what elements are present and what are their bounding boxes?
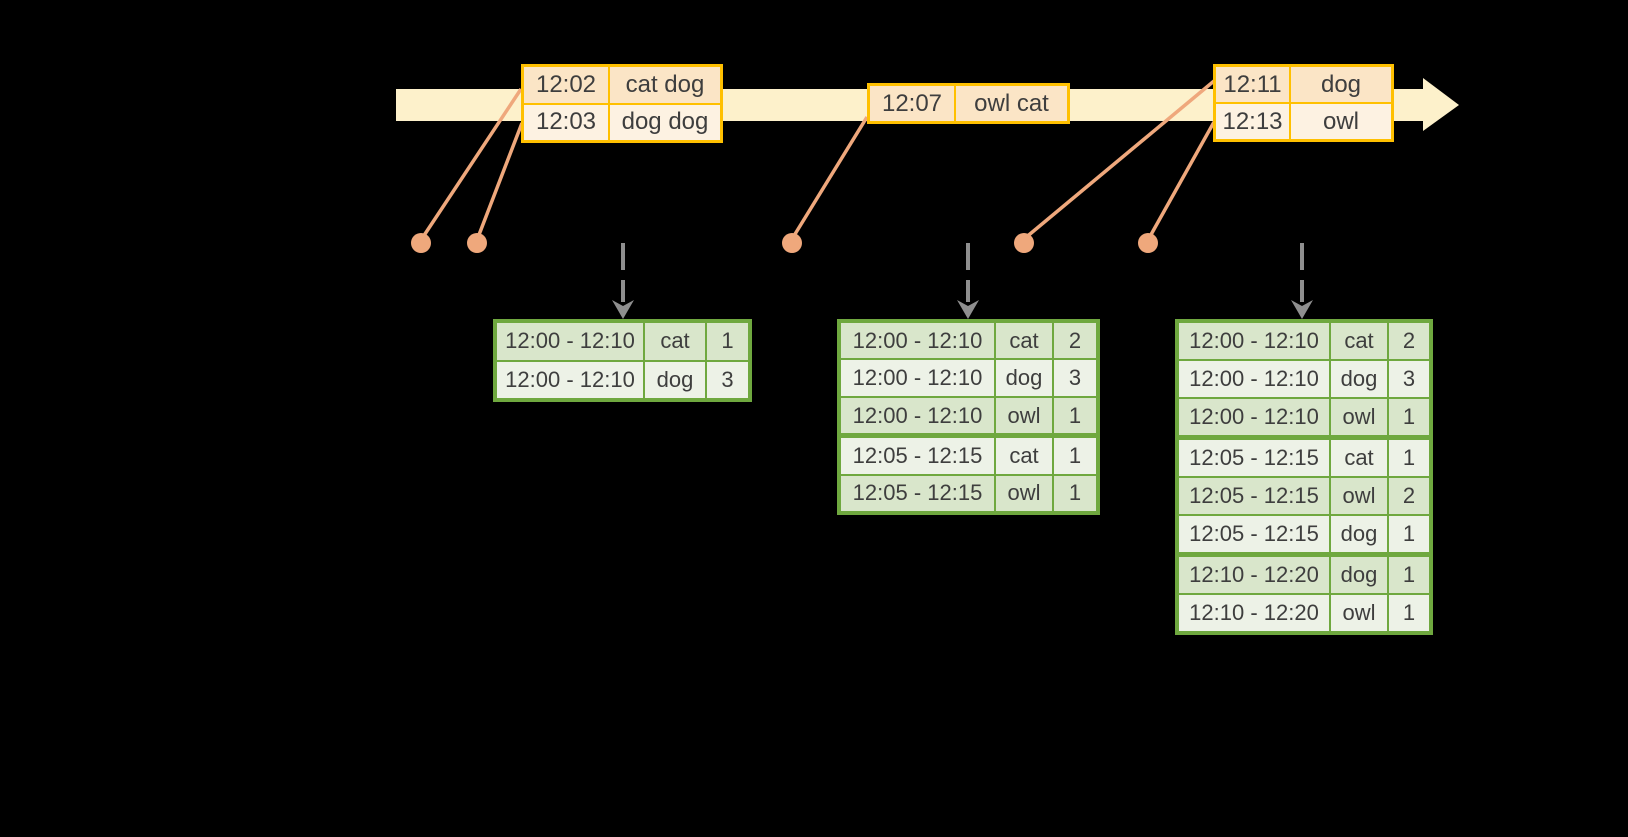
event-connector-line (419, 88, 523, 241)
count-cell: 3 (1387, 361, 1429, 397)
word-cell: cat (994, 438, 1052, 474)
event-time-cell: 12:11 (1216, 67, 1289, 102)
event-connector-line (475, 122, 524, 241)
event-words-cell: cat dog (608, 67, 720, 103)
count-cell: 1 (1387, 440, 1429, 476)
count-cell: 1 (1387, 595, 1429, 631)
result-row: 12:00 - 12:10 cat 2 (1179, 323, 1429, 359)
window-cell: 12:00 - 12:10 (1179, 323, 1329, 359)
count-cell: 2 (1052, 323, 1096, 359)
result-row: 12:00 - 12:10 dog 3 (497, 359, 748, 398)
result-row: 12:00 - 12:10 owl 1 (841, 395, 1096, 434)
window-cell: 12:05 - 12:15 (841, 438, 994, 474)
event-dot (782, 233, 802, 253)
event-dot (467, 233, 487, 253)
window-cell: 12:00 - 12:10 (1179, 361, 1329, 397)
word-cell: owl (1329, 478, 1387, 514)
window-cell: 12:10 - 12:20 (1179, 557, 1329, 593)
result-table-1: 12:00 - 12:10 cat 1 12:00 - 12:10 dog 3 (493, 319, 752, 402)
event-words-cell: owl cat (954, 86, 1067, 121)
event-row: 12:02 cat dog (524, 67, 720, 103)
event-words-cell: owl (1289, 104, 1391, 139)
event-row: 12:13 owl (1216, 102, 1391, 139)
count-cell: 1 (1052, 438, 1096, 474)
word-cell: dog (1329, 361, 1387, 397)
count-cell: 1 (1387, 557, 1429, 593)
word-cell: cat (994, 323, 1052, 359)
word-cell: cat (1329, 323, 1387, 359)
result-row: 12:00 - 12:10 cat 2 (841, 323, 1096, 359)
trigger-arrows (612, 243, 1313, 319)
result-row: 12:00 - 12:10 dog 3 (841, 358, 1096, 396)
count-cell: 2 (1387, 323, 1429, 359)
window-cell: 12:00 - 12:10 (1179, 399, 1329, 435)
count-cell: 1 (1387, 516, 1429, 552)
window-cell: 12:00 - 12:10 (841, 323, 994, 359)
event-connector-line (1022, 79, 1216, 241)
timeline-arrowhead-icon (1423, 78, 1459, 131)
count-cell: 1 (705, 323, 748, 360)
result-row: 12:00 - 12:10 dog 3 (1179, 359, 1429, 397)
count-cell: 1 (1387, 399, 1429, 435)
event-words-cell: dog dog (608, 104, 720, 140)
event-table-1: 12:02 cat dog 12:03 dog dog (521, 64, 723, 143)
word-cell: cat (1329, 440, 1387, 476)
window-cell: 12:05 - 12:15 (1179, 516, 1329, 552)
window-cell: 12:00 - 12:10 (497, 361, 643, 398)
trigger-arrow-icon (1291, 300, 1313, 319)
result-row: 12:05 - 12:15 dog 1 (1179, 514, 1429, 552)
count-cell: 1 (1052, 397, 1096, 434)
count-cell: 3 (1052, 360, 1096, 396)
event-time-cell: 12:03 (524, 104, 608, 140)
event-dot (1138, 233, 1158, 253)
word-cell: dog (643, 361, 705, 398)
result-row: 12:00 - 12:10 owl 1 (1179, 397, 1429, 435)
result-row: 12:10 - 12:20 dog 1 (1179, 552, 1429, 593)
result-table-3: 12:00 - 12:10 cat 2 12:00 - 12:10 dog 3 … (1175, 319, 1433, 635)
result-row: 12:05 - 12:15 cat 1 (841, 433, 1096, 474)
result-row: 12:05 - 12:15 owl 1 (841, 473, 1096, 512)
window-cell: 12:05 - 12:15 (841, 475, 994, 512)
event-dots (411, 233, 1158, 253)
event-dot (1014, 233, 1034, 253)
result-table-2: 12:00 - 12:10 cat 2 12:00 - 12:10 dog 3 … (837, 319, 1100, 515)
window-cell: 12:00 - 12:10 (841, 397, 994, 434)
event-connector-line (790, 116, 869, 240)
result-row: 12:05 - 12:15 owl 2 (1179, 476, 1429, 514)
window-cell: 12:05 - 12:15 (1179, 440, 1329, 476)
event-dot (411, 233, 431, 253)
count-cell: 3 (705, 361, 748, 398)
event-time-cell: 12:13 (1216, 104, 1289, 139)
event-row: 12:07 owl cat (870, 86, 1067, 121)
event-table-2: 12:07 owl cat (867, 83, 1070, 124)
event-row: 12:03 dog dog (524, 102, 720, 140)
trigger-arrow-icon (957, 300, 979, 319)
event-row: 12:11 dog (1216, 67, 1391, 102)
word-cell: dog (1329, 557, 1387, 593)
window-cell: 12:05 - 12:15 (1179, 478, 1329, 514)
trigger-arrow-icon (612, 300, 634, 319)
event-time-cell: 12:02 (524, 67, 608, 103)
word-cell: dog (994, 360, 1052, 396)
word-cell: owl (1329, 399, 1387, 435)
count-cell: 1 (1052, 475, 1096, 512)
word-cell: owl (994, 475, 1052, 512)
event-connector-lines (419, 79, 1216, 241)
event-connector-line (1146, 121, 1216, 241)
window-cell: 12:00 - 12:10 (497, 323, 643, 360)
event-words-cell: dog (1289, 67, 1391, 102)
event-table-3: 12:11 dog 12:13 owl (1213, 64, 1394, 142)
result-row: 12:00 - 12:10 cat 1 (497, 323, 748, 360)
event-time-cell: 12:07 (870, 86, 954, 121)
word-cell: owl (1329, 595, 1387, 631)
word-cell: dog (1329, 516, 1387, 552)
result-row: 12:10 - 12:20 owl 1 (1179, 593, 1429, 631)
window-cell: 12:10 - 12:20 (1179, 595, 1329, 631)
count-cell: 2 (1387, 478, 1429, 514)
word-cell: cat (643, 323, 705, 360)
window-cell: 12:00 - 12:10 (841, 360, 994, 396)
result-row: 12:05 - 12:15 cat 1 (1179, 435, 1429, 476)
word-cell: owl (994, 397, 1052, 434)
